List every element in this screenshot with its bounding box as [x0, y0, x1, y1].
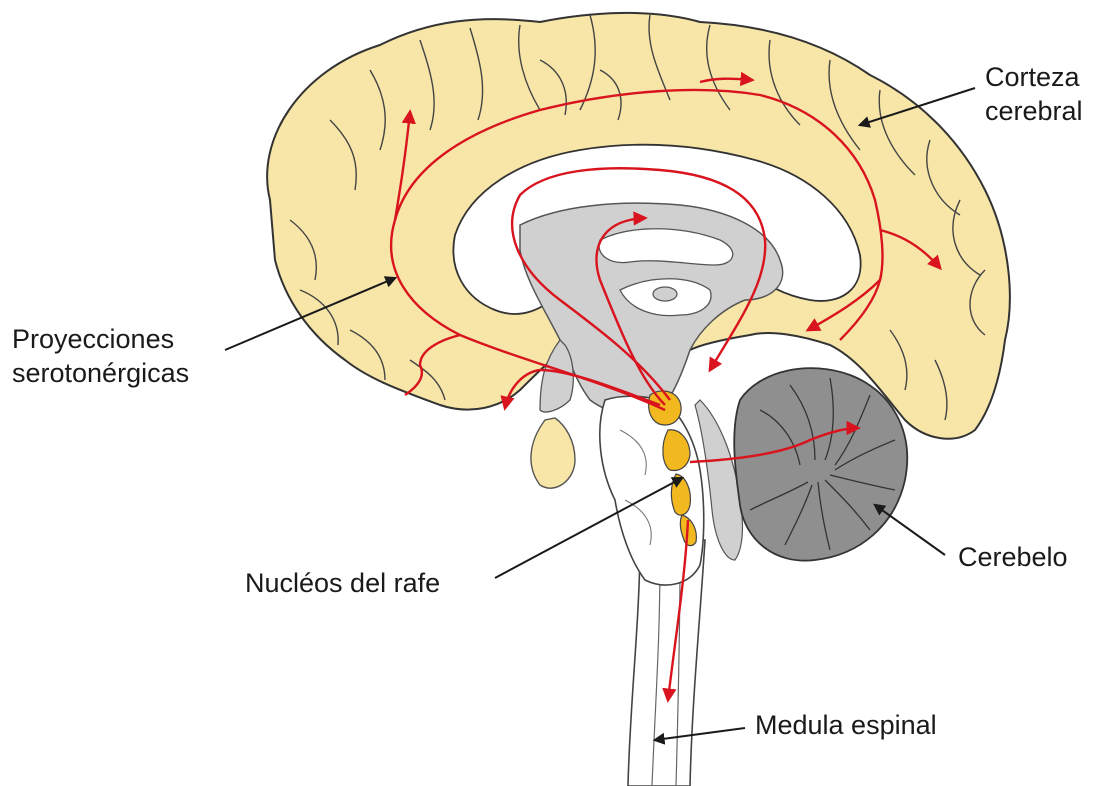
label-cerebral-cortex: Corteza cerebral — [985, 60, 1083, 128]
label-cerebellum: Cerebelo — [958, 540, 1068, 574]
label-raphe-nuclei: Nucléos del rafe — [245, 566, 440, 600]
label-cortex-line2: cerebral — [985, 94, 1083, 128]
label-serotonergic-projections: Proyecciones serotonérgicas — [12, 322, 189, 390]
label-spinal-cord: Medula espinal — [755, 708, 937, 742]
label-cortex-line1: Corteza — [985, 60, 1083, 94]
cerebellum — [734, 368, 907, 561]
pituitary — [531, 418, 575, 488]
label-projections-line1: Proyecciones — [12, 322, 189, 356]
label-projections-line2: serotonérgicas — [12, 356, 189, 390]
